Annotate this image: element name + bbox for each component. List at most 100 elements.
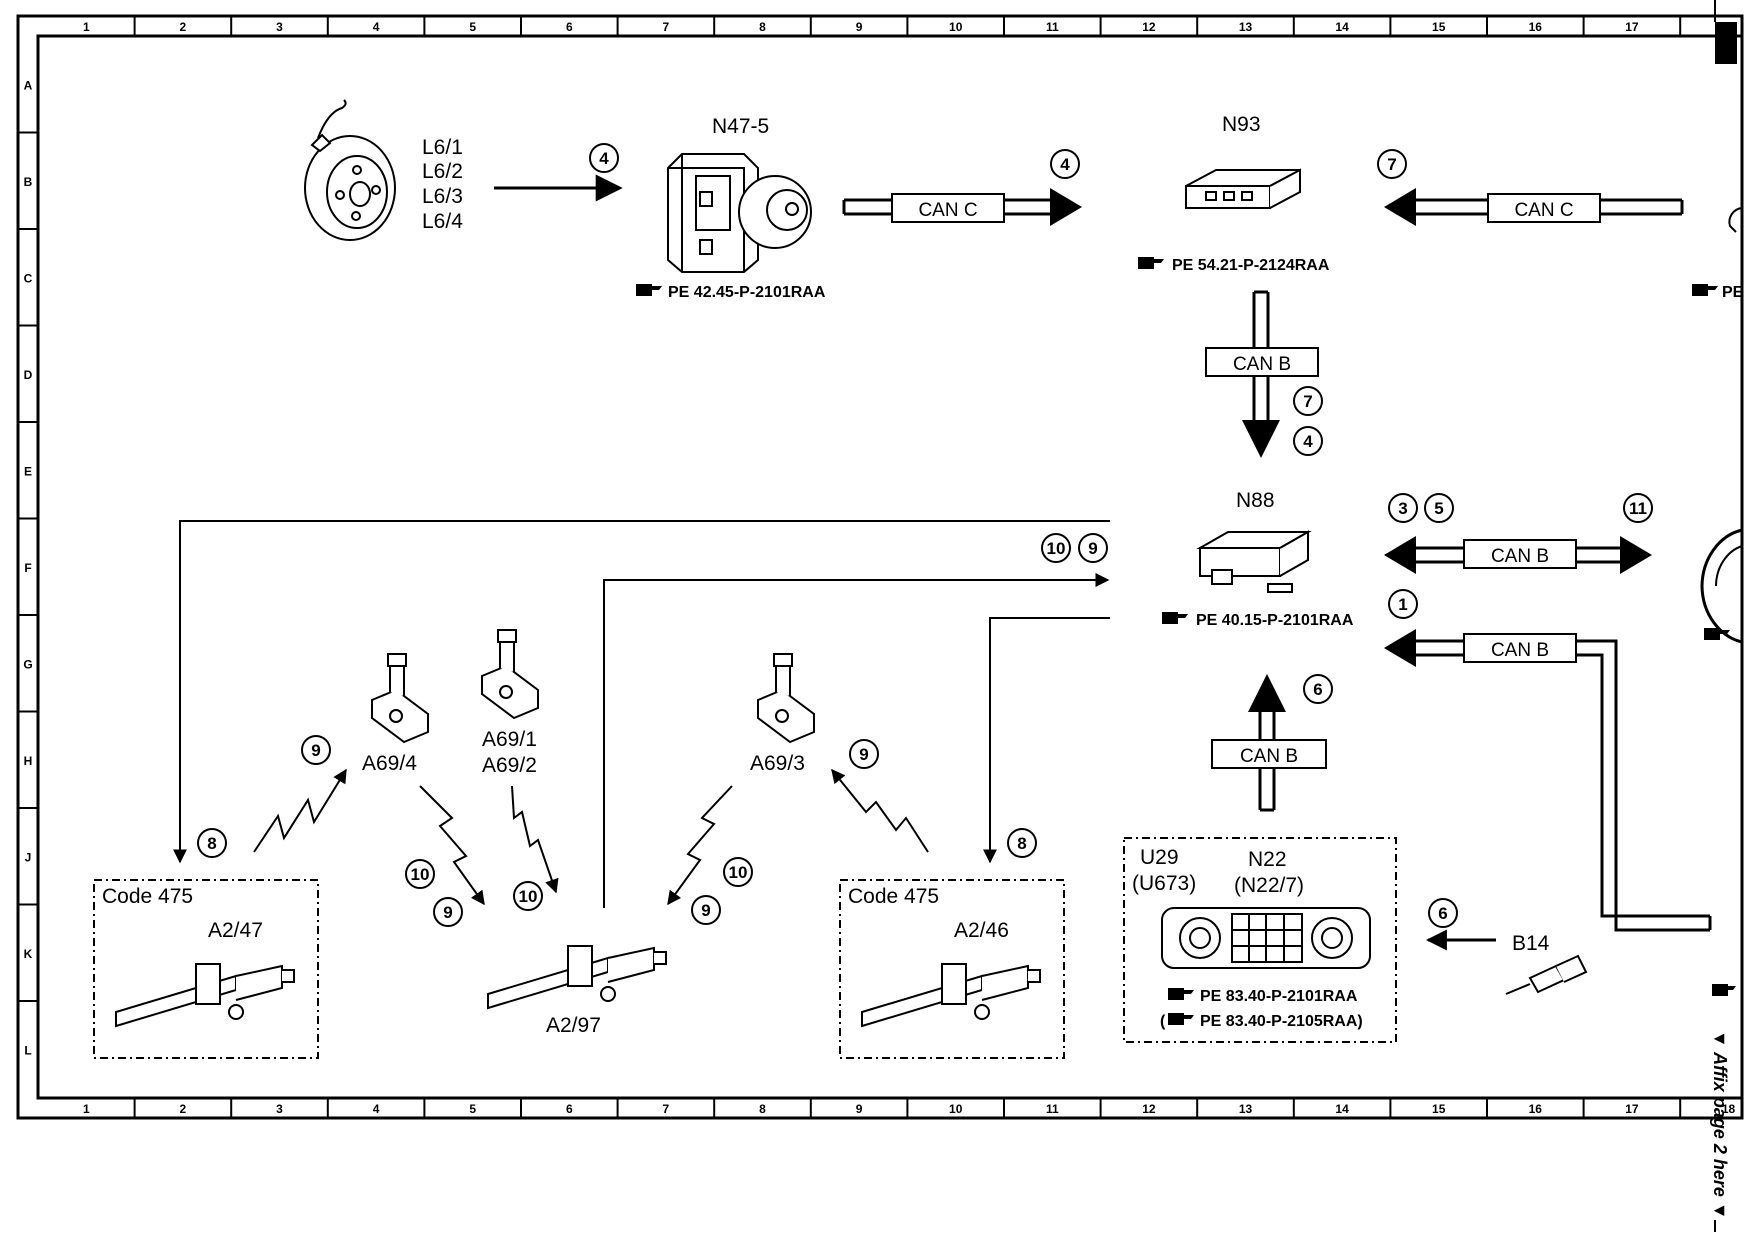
column-number: 5	[469, 20, 476, 34]
row-letter: H	[24, 754, 33, 768]
step-marker-9: 9	[849, 739, 879, 769]
step-number: 9	[311, 741, 320, 760]
can-b-bus-climate-up: CAN B	[1211, 674, 1327, 812]
wireless-signals	[253, 768, 929, 906]
step-marker-10: 10	[513, 881, 543, 911]
a2-97-label: A2/97	[546, 1014, 601, 1037]
temp-sensor-icon	[1505, 954, 1588, 995]
n88-control-unit: N88 PE 40.15-P-2101RAA	[1162, 489, 1354, 629]
reference-icon	[1168, 988, 1194, 1000]
reference-icon	[1138, 257, 1164, 269]
module-icon	[1196, 530, 1312, 593]
column-number: 16	[1529, 20, 1543, 34]
climate-reference-2: PE 83.40-P-2105RAA)	[1200, 1013, 1363, 1030]
esp-unit-reference: PE 42.45-P-2101RAA	[668, 284, 826, 301]
row-letter: L	[24, 1043, 31, 1057]
step-number: 4	[1060, 155, 1070, 174]
a2-47-label: A2/47	[208, 919, 263, 942]
outside-temp-sensor-b14: B14	[1425, 929, 1588, 995]
a69-3-label: A69/3	[750, 752, 805, 775]
step-number: 8	[1017, 834, 1026, 853]
step-number: 1	[1398, 595, 1407, 614]
column-number: 9	[856, 20, 863, 34]
column-number: 4	[373, 1102, 380, 1116]
step-marker-4: 4	[589, 143, 619, 173]
column-number: 12	[1142, 1102, 1156, 1116]
signal-wires	[173, 520, 1110, 908]
column-number: 7	[663, 1102, 670, 1116]
sensor-label-l6-1: L6/1	[422, 136, 463, 159]
column-number: 12	[1142, 20, 1156, 34]
esp-unit-label: N47-5	[712, 115, 769, 138]
step-number: 4	[599, 149, 609, 168]
row-letter: F	[24, 561, 31, 575]
reference-icon	[636, 284, 662, 296]
step-number: 4	[1303, 432, 1313, 451]
gauge-icon-partial	[1700, 528, 1743, 644]
step-marker-3: 3	[1388, 493, 1418, 523]
can-b-bus-n93-n88: CAN B	[1205, 290, 1319, 458]
a69-4-label: A69/4	[362, 752, 417, 775]
sensor-label-l6-2: L6/2	[422, 160, 463, 183]
can-c-bus-right: CAN C	[1384, 188, 1684, 226]
step-marker-8: 8	[1007, 828, 1037, 858]
can-b-label-right: CAN B	[1491, 546, 1549, 567]
n88-reference: PE 40.15-P-2101RAA	[1196, 612, 1354, 629]
step-marker-9: 9	[301, 735, 331, 765]
step-number: 10	[411, 865, 430, 884]
column-number: 7	[663, 20, 670, 34]
u29-label: U29	[1140, 846, 1179, 869]
column-number: 2	[180, 1102, 187, 1116]
n93-label: N93	[1222, 113, 1261, 136]
column-number: 6	[566, 1102, 573, 1116]
column-number: 1	[83, 1102, 90, 1116]
column-number: 17	[1625, 20, 1639, 34]
column-number: 1	[83, 20, 90, 34]
climate-control-box: U29 (U673) N22 (N22/7) PE 83.40-P-2101RA…	[1123, 837, 1397, 1043]
row-letter: J	[25, 850, 32, 864]
step-number: 7	[1387, 155, 1396, 174]
wheel-speed-sensor-group: L6/1 L6/2 L6/3 L6/4	[304, 99, 623, 241]
step-marker-9: 9	[691, 895, 721, 925]
climate-reference-1: PE 83.40-P-2101RAA	[1200, 988, 1358, 1005]
step-number: 8	[207, 834, 216, 853]
a2-47-code: Code 475	[102, 885, 193, 908]
can-b-bus-n88-right: CAN B	[1384, 528, 1743, 644]
step-marker-8: 8	[197, 828, 227, 858]
transmitter-a2-97: A2/97	[487, 945, 667, 1037]
reference-icon	[1692, 284, 1718, 296]
valve-sensor-icon	[481, 629, 539, 720]
column-number: 10	[949, 20, 963, 34]
transmitter-box-a2-47: Code 475 A2/47	[93, 879, 319, 1059]
step-marker-6: 6	[1303, 674, 1333, 704]
step-marker-1: 1	[1388, 589, 1418, 619]
can-b-label-vertical: CAN B	[1233, 354, 1291, 375]
partial-reference: PE	[1722, 284, 1744, 301]
column-number: 8	[759, 20, 766, 34]
can-c-label-left: CAN C	[918, 200, 977, 221]
sensor-label-l6-4: L6/4	[422, 210, 463, 233]
right-edge-partial: PE ▼ Affix page 2 here ▼	[1692, 207, 1744, 1232]
column-number: 17	[1625, 1102, 1639, 1116]
row-letter: K	[24, 947, 33, 961]
a69-1-label: A69/1	[482, 728, 537, 751]
reference-icon	[1168, 1013, 1194, 1025]
valve-sensor-icon	[371, 653, 429, 744]
column-number: 15	[1432, 20, 1446, 34]
row-letter: G	[23, 657, 32, 671]
step-marker-4: 4	[1050, 149, 1080, 179]
can-b-label-climate: CAN B	[1240, 746, 1298, 767]
column-number: 11	[1046, 20, 1059, 34]
column-number: 3	[276, 1102, 283, 1116]
row-letter: C	[24, 271, 33, 285]
column-number: 13	[1239, 1102, 1253, 1116]
tire-pressure-sensor-a69-1-2: A69/1 A69/2	[481, 629, 539, 777]
column-number: 11	[1046, 1102, 1059, 1116]
can-b-bus-climate-loop: CAN B	[1384, 629, 1712, 932]
step-number: 9	[859, 745, 868, 764]
step-marker-7: 7	[1377, 149, 1407, 179]
